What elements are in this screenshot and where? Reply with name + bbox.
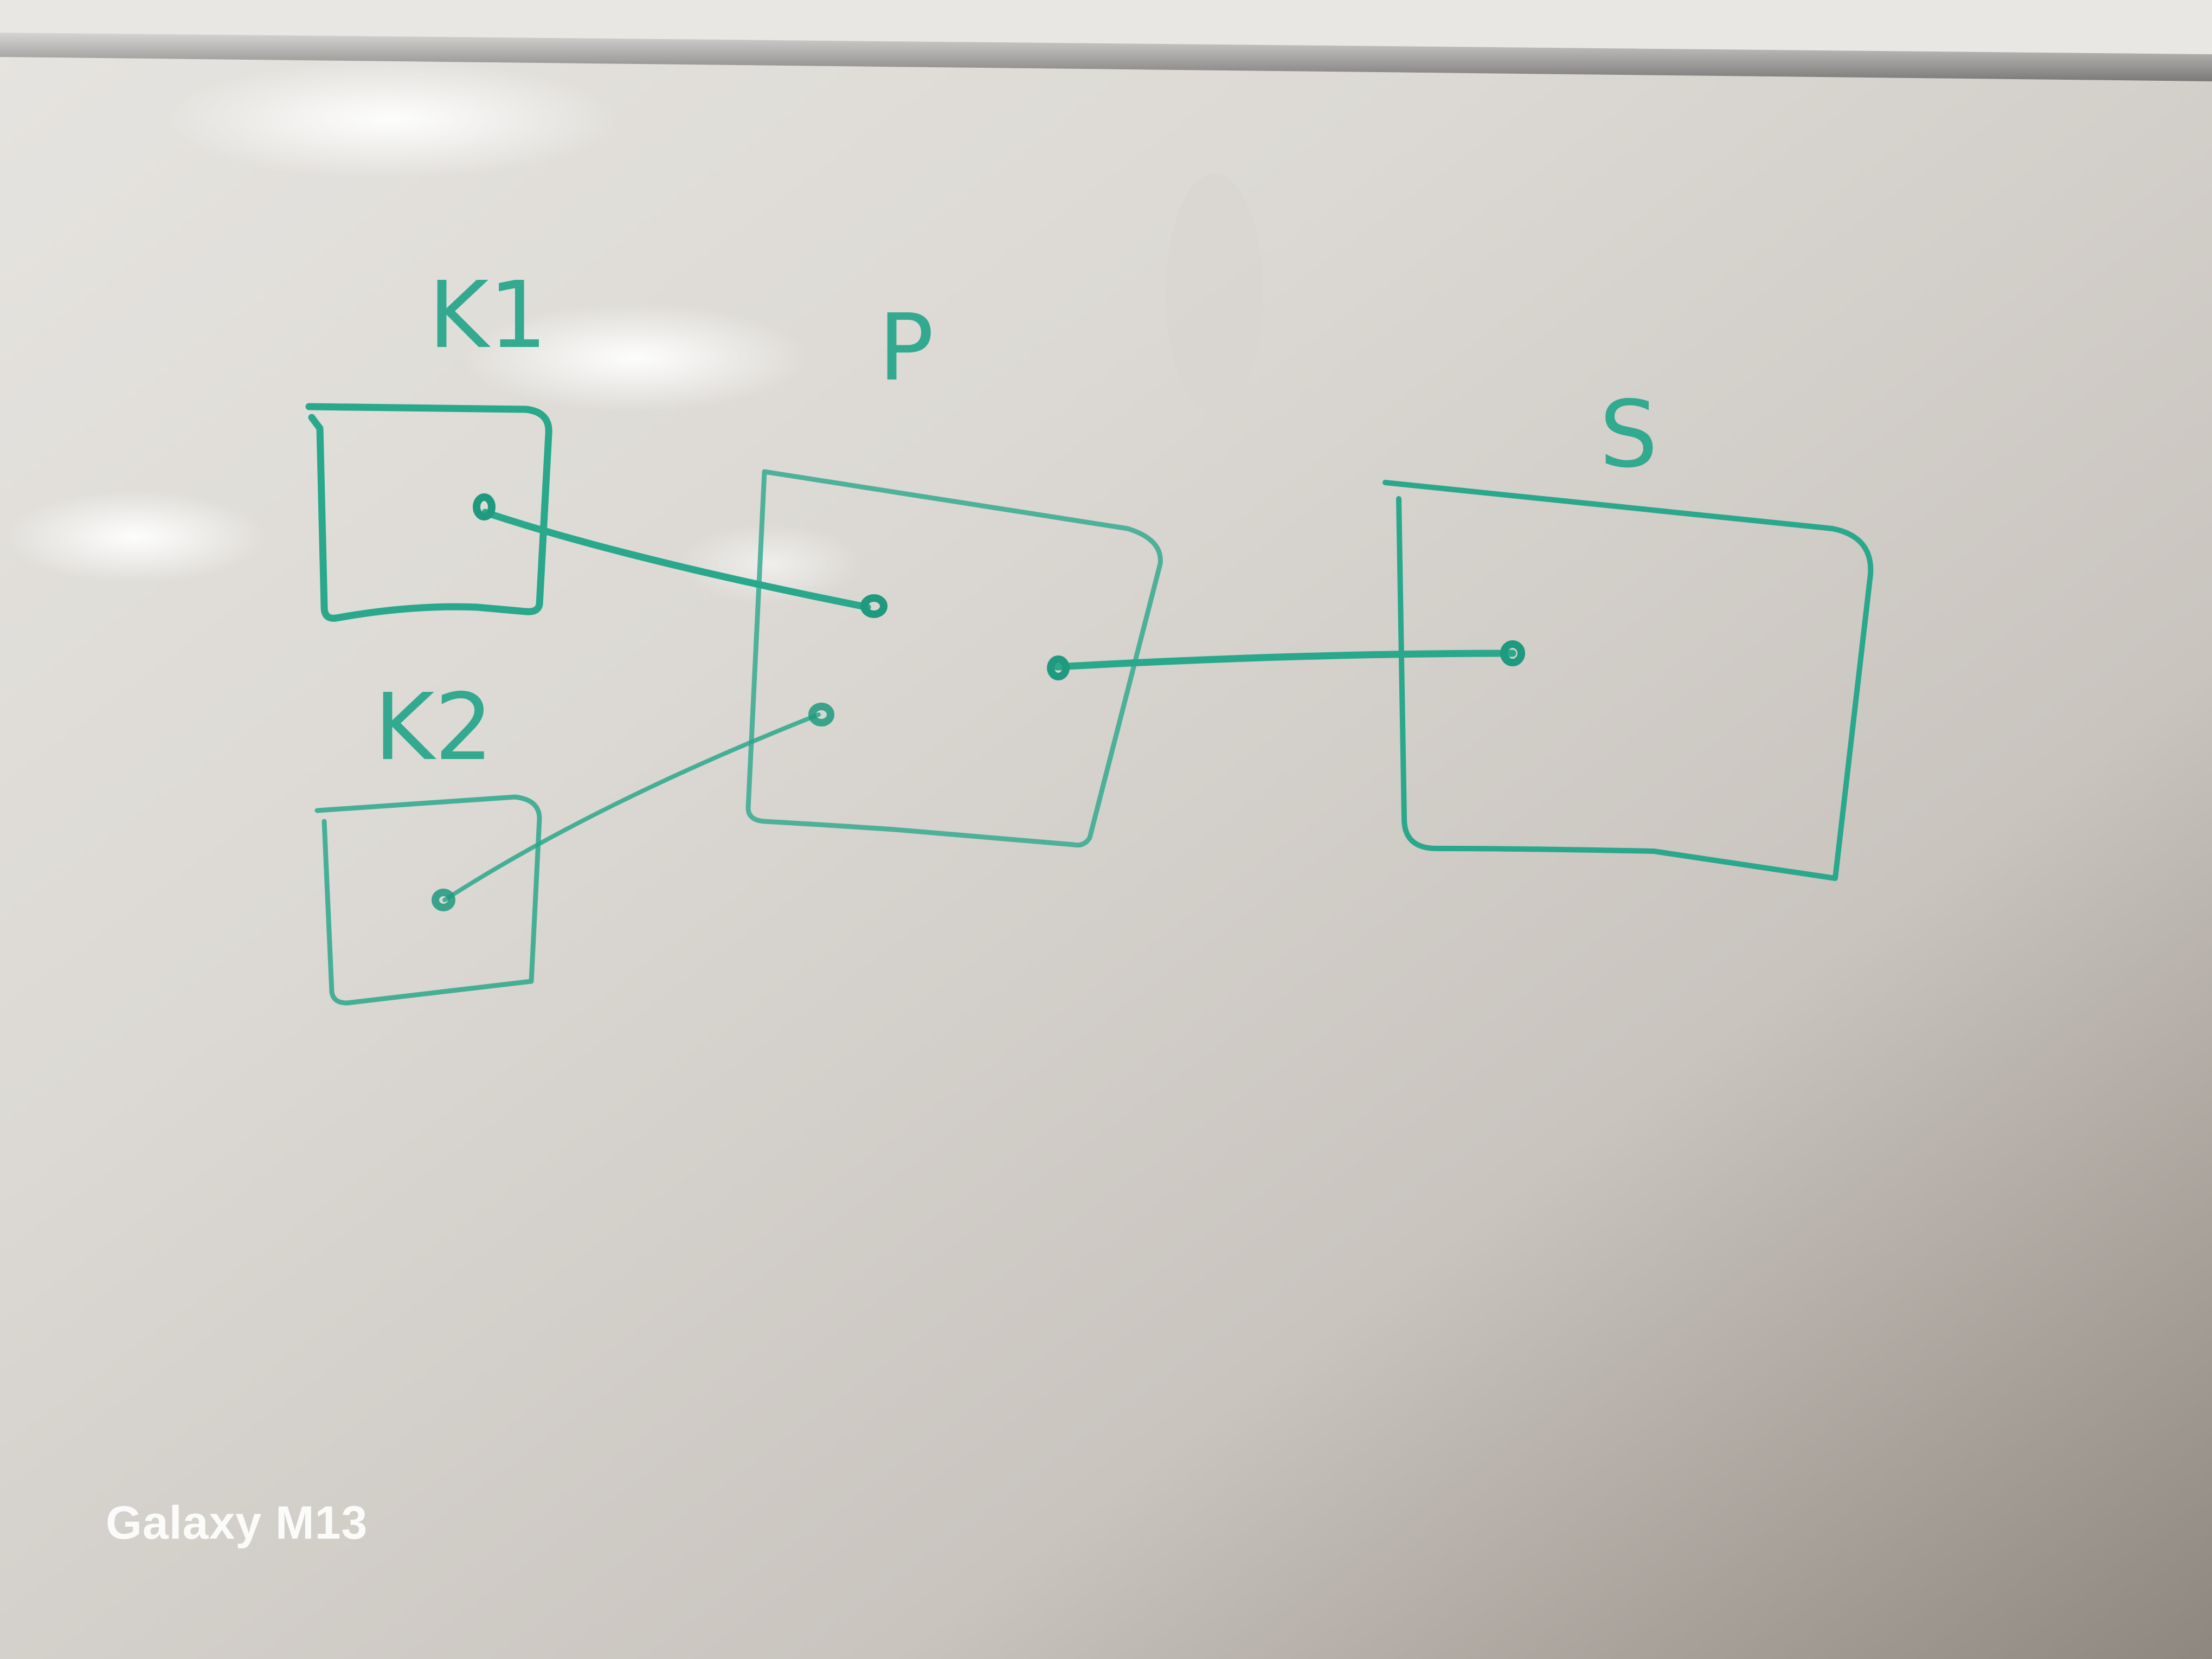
light-glare [5,491,266,583]
erased-smudge [1166,173,1263,412]
port-s [1500,640,1525,666]
connector-k2-p [442,712,821,902]
board-frame-top [0,33,2212,81]
box-s [1382,480,1874,881]
camera-watermark: Galaxy M13 [106,1497,368,1549]
box-k2 [314,794,542,1006]
light-glare [461,304,808,412]
connector-p-s [1053,650,1516,671]
light-glare [678,523,862,605]
light-glare [163,60,618,179]
port-p-in-2 [808,703,834,726]
port-k1 [473,493,496,520]
label-k2: K2 [374,674,493,781]
label-s: S [1599,381,1658,488]
board-frame-edge [0,0,2212,54]
connector-k1-p [481,509,871,611]
label-k1: K1 [428,262,548,369]
label-p: P [878,294,934,402]
box-k1 [305,403,552,622]
port-p-in-1 [860,594,888,618]
port-p-out [1047,655,1070,680]
port-k2 [432,889,455,911]
box-p [745,469,1163,848]
